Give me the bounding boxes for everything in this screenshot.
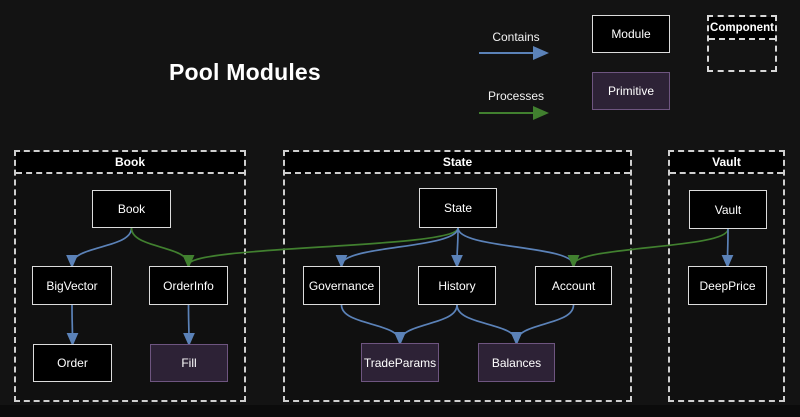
legend-component-label: Component — [709, 17, 775, 40]
node-order: Order — [33, 344, 112, 382]
node-deepprice: DeepPrice — [688, 266, 767, 305]
container-state-group-header: State — [285, 152, 630, 174]
processes-arrow-icon — [479, 106, 549, 120]
node-state: State — [419, 188, 497, 228]
node-history: History — [418, 266, 496, 305]
legend-processes-label: Processes — [487, 89, 545, 103]
node-bigvector: BigVector — [32, 266, 112, 305]
legend-component-box: Component — [707, 15, 777, 72]
node-vault: Vault — [689, 190, 767, 229]
node-orderinfo: OrderInfo — [149, 266, 228, 305]
container-vault-group-header: Vault — [670, 152, 783, 174]
contains-arrow-icon — [479, 46, 549, 60]
node-tradeparams: TradeParams — [361, 343, 439, 382]
legend-module-box: Module — [592, 15, 670, 53]
legend-contains-label: Contains — [492, 30, 540, 44]
legend-primitive-box: Primitive — [592, 72, 670, 110]
node-account: Account — [535, 266, 612, 305]
node-book: Book — [92, 190, 171, 228]
node-governance: Governance — [303, 266, 380, 305]
bottom-strip — [0, 405, 800, 417]
page-title: Pool Modules — [169, 59, 321, 85]
node-fill: Fill — [150, 344, 228, 382]
node-balances: Balances — [478, 343, 555, 382]
container-book-group-header: Book — [16, 152, 244, 174]
